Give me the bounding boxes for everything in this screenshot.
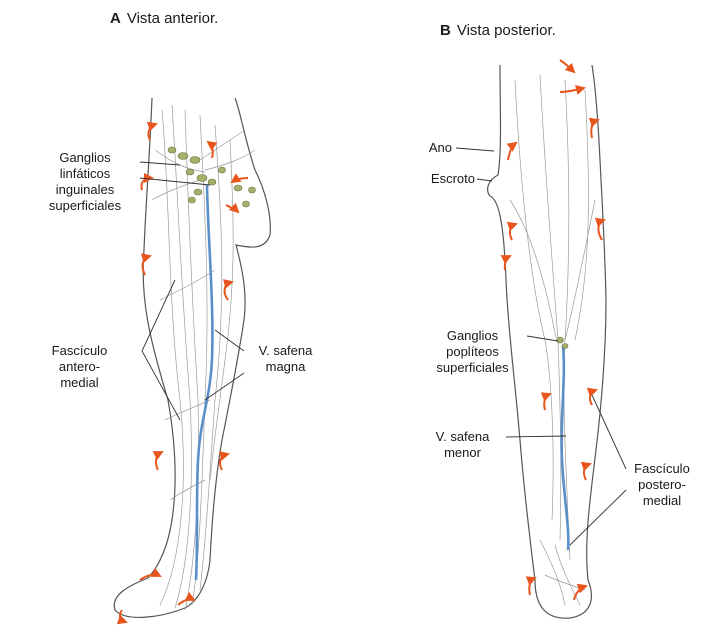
great-saphenous-vein	[196, 185, 212, 580]
label-escroto: Escroto	[380, 171, 475, 187]
label-ganglios-popliteos: Ganglios poplíteos superficiales	[420, 328, 525, 376]
label-fasciculo-anteromedial: Fascículo antero- medial	[22, 343, 137, 391]
leader-fasciculo-posteromedial	[570, 395, 626, 545]
panel-b-title: B Vista posterior.	[440, 22, 556, 39]
label-vena-safena-magna: V. safena magna	[248, 343, 323, 375]
leader-ganglios-popliteos	[527, 336, 558, 341]
label-fasciculo-posteromedial: Fascículo postero- medial	[622, 461, 702, 509]
label-ano: Ano	[390, 140, 452, 156]
leader-ano	[456, 148, 494, 151]
leader-ganglios-inguinales	[140, 162, 210, 185]
panel-a-letter: A	[110, 10, 121, 27]
panel-a-title-text: Vista anterior.	[127, 10, 218, 27]
leader-escroto	[477, 179, 492, 181]
leader-fasciculo-anteromedial	[142, 280, 180, 420]
label-vena-safena-menor: V. safena menor	[420, 429, 505, 461]
label-ganglios-inguinales: Ganglios linfáticos inguinales superfici…	[30, 150, 140, 214]
panel-b-title-text: Vista posterior.	[457, 22, 556, 39]
panel-a-title: A Vista anterior.	[110, 10, 218, 27]
panel-b-letter: B	[440, 22, 451, 39]
leader-safena-menor	[506, 436, 566, 437]
